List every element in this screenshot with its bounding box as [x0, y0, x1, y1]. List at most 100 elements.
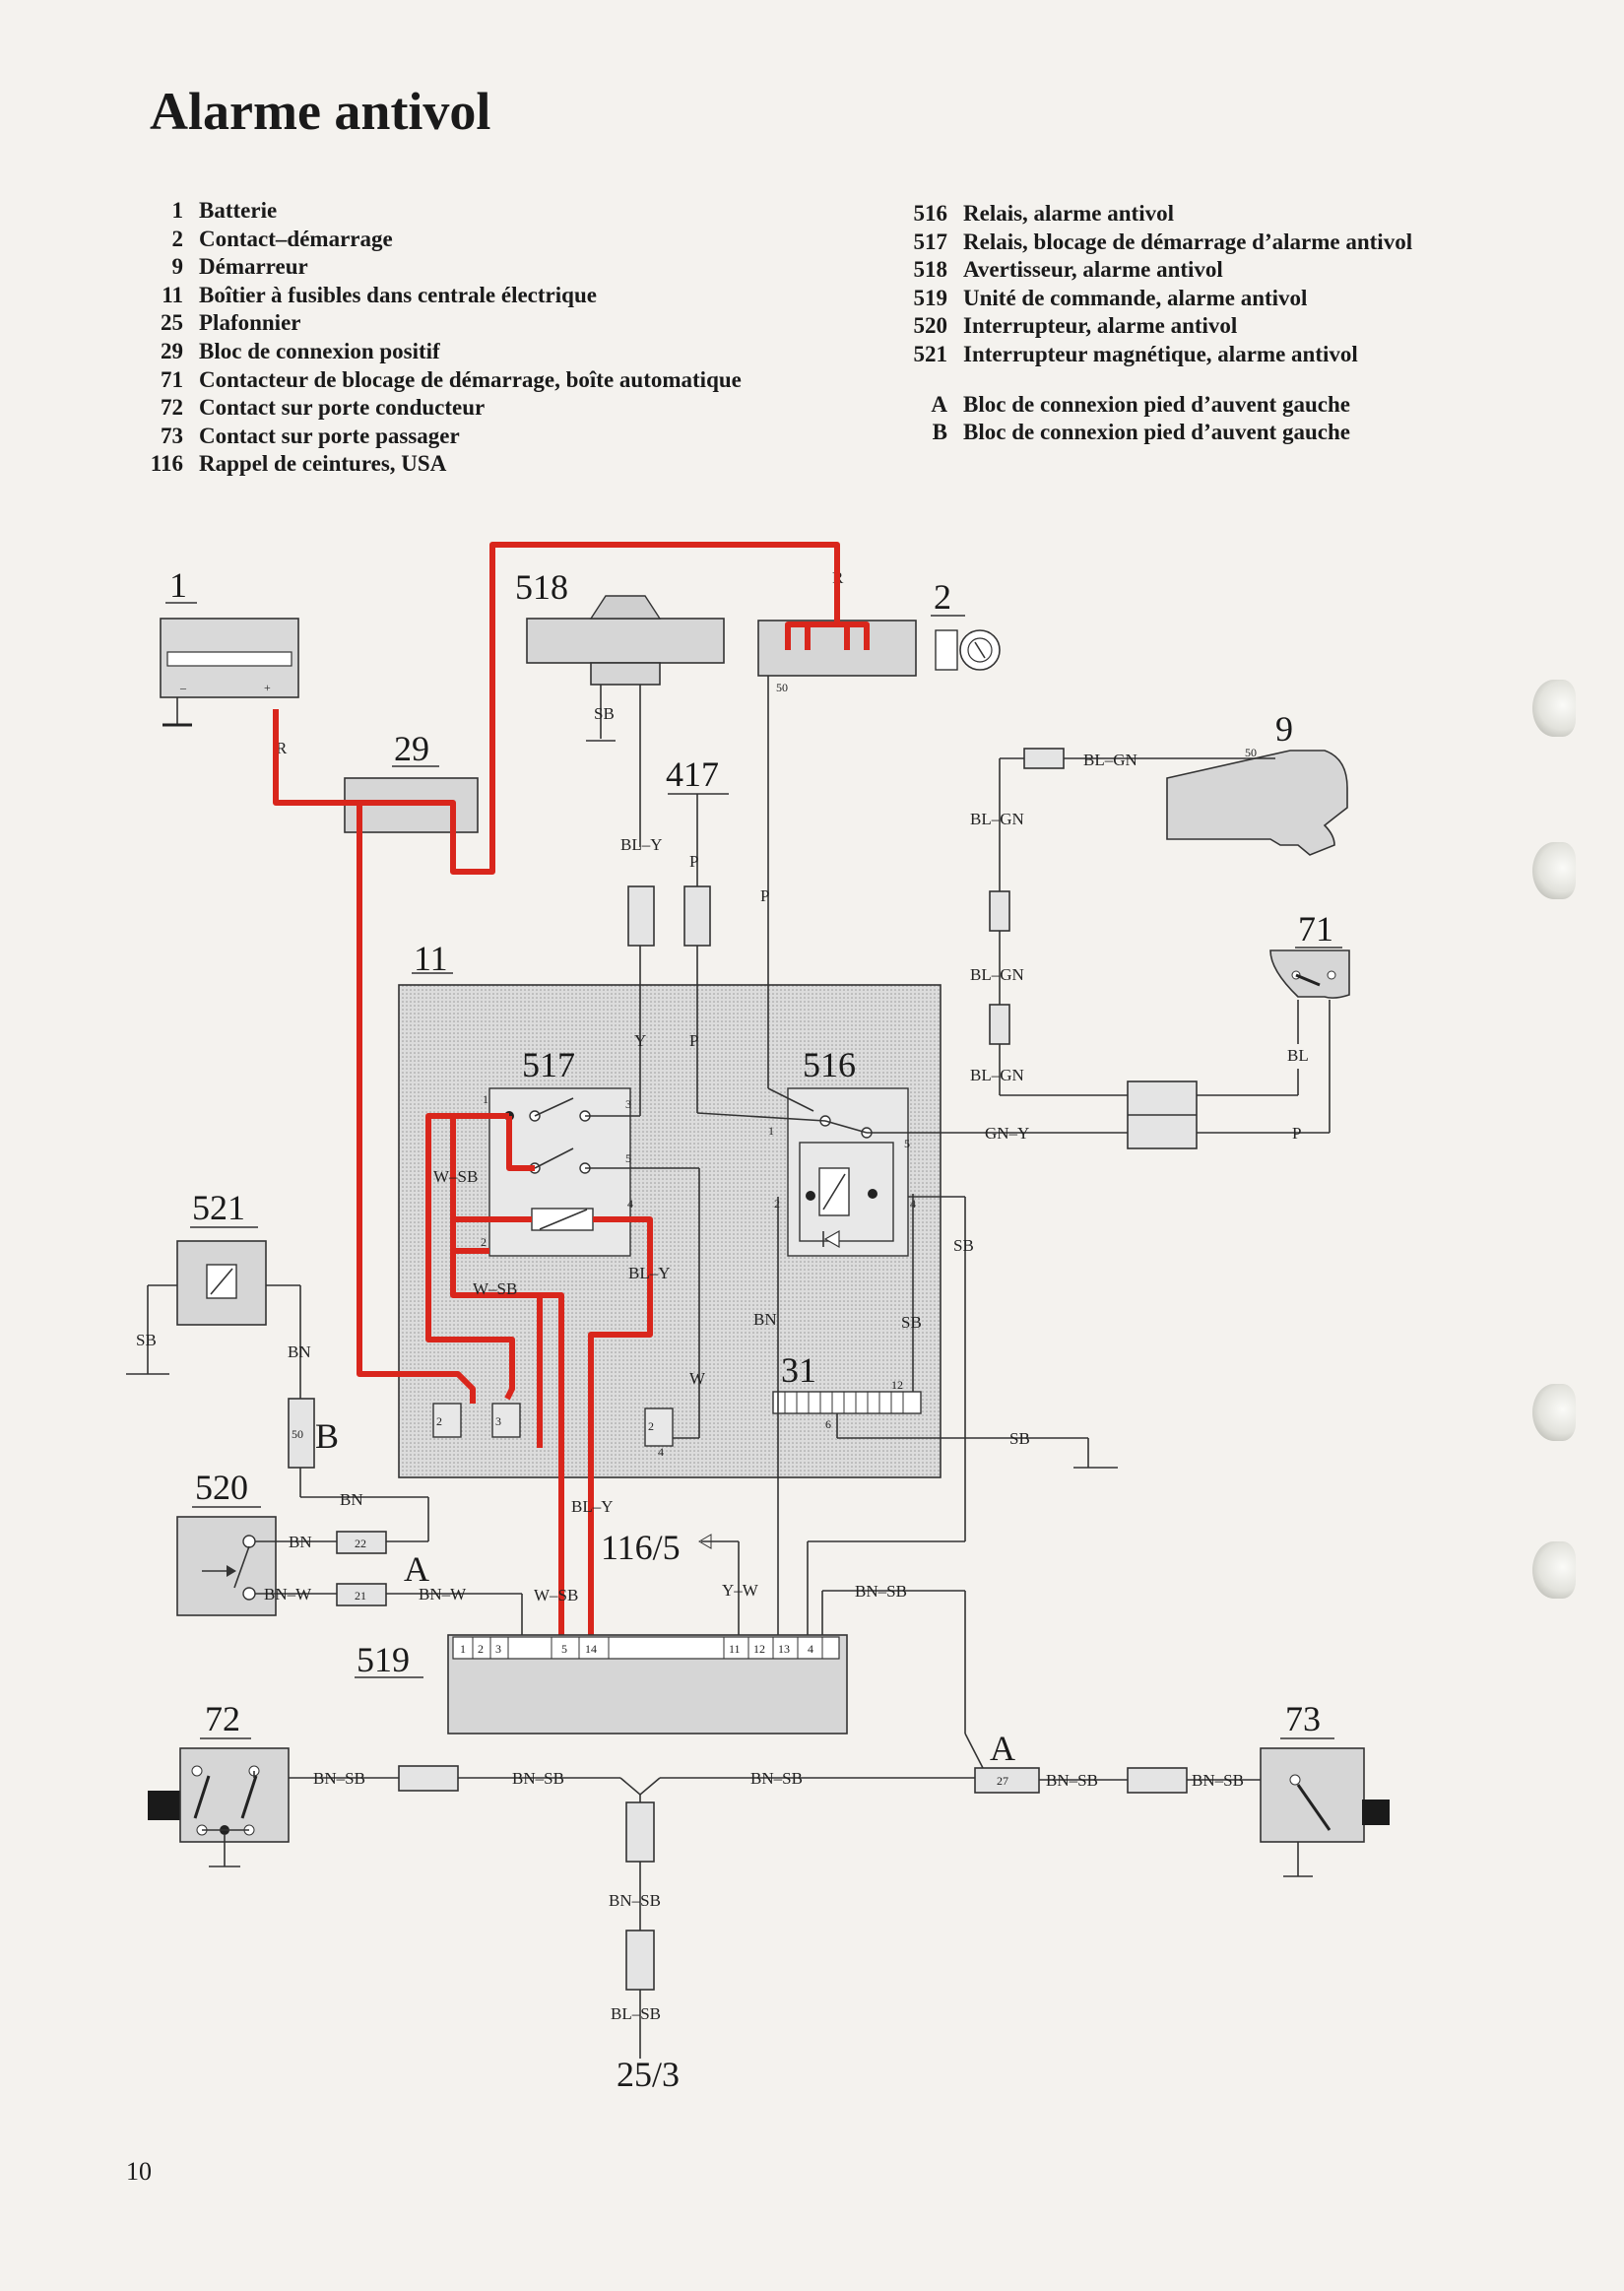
- svg-text:22: 22: [355, 1537, 366, 1550]
- label-521: 521: [192, 1188, 245, 1227]
- legend-number: 520: [913, 313, 948, 339]
- legend-number: 518: [913, 257, 948, 283]
- connector-B: [288, 1398, 315, 1469]
- svg-text:2: 2: [436, 1414, 442, 1428]
- label-1: 1: [169, 565, 187, 605]
- legend-number: 11: [162, 282, 183, 307]
- svg-text:SB: SB: [953, 1236, 974, 1255]
- svg-text:27: 27: [997, 1774, 1008, 1788]
- svg-text:BN: BN: [289, 1533, 312, 1551]
- legend-text: Boîtier à fusibles dans centrale électri…: [199, 282, 597, 307]
- svg-text:BN–W: BN–W: [419, 1585, 467, 1604]
- legend-item: 518 Avertisseur, alarme antivol: [906, 256, 1412, 285]
- svg-text:BN: BN: [288, 1342, 311, 1361]
- svg-text:21: 21: [355, 1589, 366, 1603]
- svg-text:–: –: [179, 681, 187, 694]
- ignition-switch: [757, 620, 917, 677]
- legend-text: Rappel de ceintures, USA: [199, 451, 447, 477]
- svg-text:SB: SB: [901, 1313, 922, 1332]
- legend-number: 71: [161, 366, 183, 392]
- page-title: Alarme antivol: [150, 82, 491, 141]
- start-inhibitor-switch: [1269, 949, 1350, 999]
- starter-motor: [1166, 750, 1348, 856]
- svg-text:BL–Y: BL–Y: [571, 1497, 614, 1516]
- svg-text:BL–Y: BL–Y: [620, 835, 663, 854]
- svg-text:BN–SB: BN–SB: [750, 1769, 803, 1788]
- legend-text: Bloc de connexion pied d’auvent gauche: [963, 391, 1350, 417]
- legend-text: Unité de commande, alarme antivol: [963, 285, 1308, 310]
- svg-text:A: A: [990, 1729, 1015, 1768]
- svg-text:13: 13: [778, 1642, 790, 1656]
- svg-text:BN–SB: BN–SB: [855, 1582, 907, 1601]
- svg-text:W–SB: W–SB: [534, 1586, 578, 1604]
- legend-text: Contact sur porte conducteur: [199, 395, 486, 421]
- legend-number: 517: [913, 229, 948, 254]
- svg-text:50: 50: [776, 681, 788, 694]
- svg-text:SB: SB: [136, 1331, 157, 1349]
- svg-text:BL–Y: BL–Y: [628, 1264, 671, 1282]
- label-73: 73: [1285, 1699, 1321, 1738]
- legend-number: 116: [150, 451, 183, 477]
- svg-text:1: 1: [460, 1642, 466, 1656]
- legend-item: 71 Contacteur de blocage de démarrage, bo…: [150, 366, 742, 395]
- binder-hole: [1532, 1384, 1576, 1441]
- svg-text:2: 2: [478, 1642, 484, 1656]
- legend-item: 519 Unité de commande, alarme antivol: [906, 285, 1412, 313]
- label-72: 72: [205, 1699, 240, 1738]
- label-29: 29: [394, 729, 429, 768]
- label-9: 9: [1275, 709, 1293, 749]
- svg-text:3: 3: [495, 1642, 501, 1656]
- svg-text:BN–W: BN–W: [264, 1585, 312, 1604]
- svg-text:1: 1: [768, 1124, 774, 1138]
- svg-text:P: P: [760, 886, 769, 905]
- page-number: 10: [126, 2157, 152, 2186]
- legend-text: Démarreur: [199, 254, 308, 280]
- svg-text:4: 4: [627, 1197, 633, 1211]
- svg-text:B: B: [315, 1416, 339, 1456]
- driver-door-switch: [179, 1747, 290, 1843]
- svg-text:+: +: [264, 681, 271, 694]
- legend-text: Contact–démarrage: [199, 226, 393, 251]
- svg-text:BN–SB: BN–SB: [313, 1769, 365, 1788]
- legend-text: Contacteur de blocage de démarrage, boît…: [199, 366, 742, 392]
- legend-text: Bloc de connexion pied d’auvent gauche: [963, 420, 1350, 445]
- legend-text: Avertisseur, alarme antivol: [963, 257, 1223, 283]
- svg-text:Y–W: Y–W: [722, 1581, 759, 1600]
- svg-text:3: 3: [495, 1414, 501, 1428]
- svg-text:P: P: [1292, 1124, 1301, 1143]
- legend-number: 2: [171, 226, 184, 251]
- svg-text:14: 14: [585, 1642, 597, 1656]
- binder-hole: [1532, 680, 1576, 737]
- legend-number: B: [932, 420, 947, 445]
- legend-number: 519: [913, 285, 948, 310]
- alarm-siren: [526, 618, 725, 664]
- svg-text:3: 3: [625, 1097, 631, 1111]
- binder-hole: [1532, 842, 1576, 899]
- svg-text:12: 12: [753, 1642, 765, 1656]
- legend-number: 29: [161, 338, 183, 363]
- svg-text:W–SB: W–SB: [473, 1279, 517, 1298]
- legend-number: 25: [161, 310, 183, 336]
- svg-text:SB: SB: [594, 704, 615, 723]
- svg-text:Y: Y: [634, 1031, 646, 1050]
- label-417: 417: [666, 754, 719, 794]
- svg-text:2: 2: [648, 1419, 654, 1433]
- legend-number: 521: [913, 341, 948, 366]
- legend-item: 11 Boîtier à fusibles dans centrale élect…: [150, 282, 742, 310]
- legend-item: 116 Rappel de ceintures, USA: [150, 450, 742, 479]
- svg-text:BL–GN: BL–GN: [970, 965, 1024, 984]
- svg-text:BL–GN: BL–GN: [1083, 751, 1137, 769]
- svg-text:A: A: [404, 1549, 429, 1589]
- label-520: 520: [195, 1468, 248, 1507]
- legend-item: B Bloc de connexion pied d’auvent gauche: [906, 419, 1412, 447]
- label-11: 11: [414, 939, 448, 978]
